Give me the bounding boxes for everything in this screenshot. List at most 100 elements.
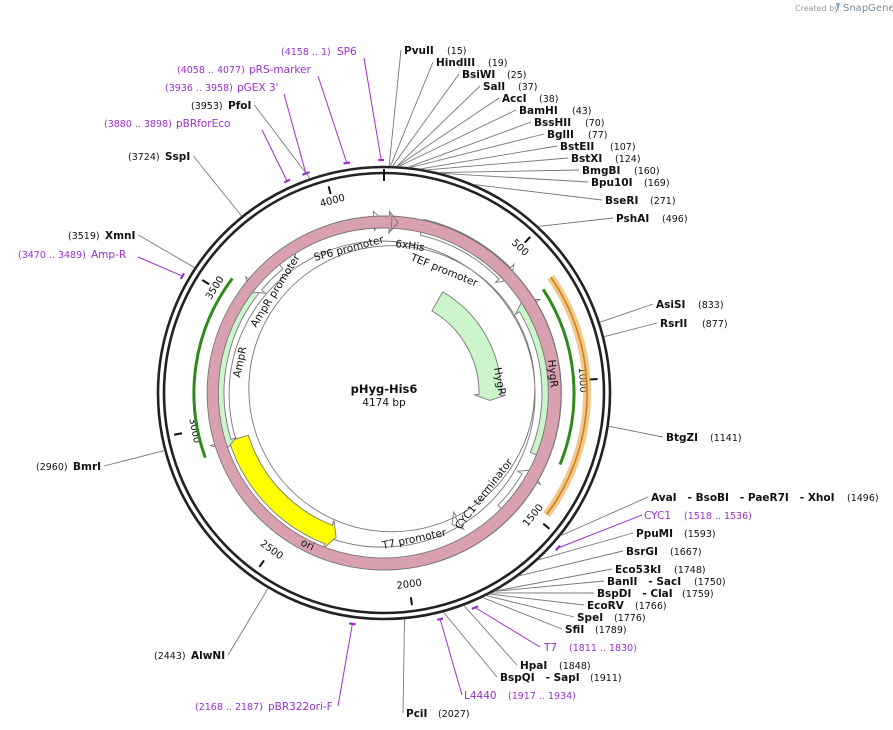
- plasmid-name: pHyg-His6: [351, 382, 418, 396]
- svg-text:BssHII: BssHII: [534, 117, 571, 129]
- site-acci[interactable]: AccI(38): [502, 93, 559, 105]
- primer-cyc1[interactable]: CYC1(1518 .. 1536): [644, 510, 752, 522]
- site-bmgbi[interactable]: BmgBI(160): [582, 165, 660, 177]
- svg-text:Bpu10I: Bpu10I: [591, 177, 633, 189]
- orf-hygr-line: [541, 288, 576, 466]
- leader-32: [192, 155, 243, 217]
- site-avai-group[interactable]: AvaI - BsoBI - PaeR7I - XhoI (1496): [651, 492, 879, 504]
- svg-text:HindIII: HindIII: [436, 57, 475, 69]
- primer-pbrforeco[interactable]: (3880 .. 3898)pBRforEco: [104, 118, 230, 130]
- svg-text:AvaI - BsoBI - PaeR7I -: AvaI - BsoBI - PaeR7I - XhoI: [651, 492, 835, 504]
- svg-text:(169): (169): [644, 178, 670, 189]
- primer-pgex3[interactable]: (3936 .. 3958)pGEX 3': [165, 82, 279, 94]
- site-bglii[interactable]: BglII(77): [547, 129, 608, 141]
- leader-13: [538, 217, 614, 227]
- site-ppumi[interactable]: PpuMI(1593): [636, 528, 716, 540]
- site-labels: PvuII(15) HindIII(19) BsiWI(25) SalI (37)…: [36, 45, 879, 720]
- site-bsiwi[interactable]: BsiWI(25): [462, 69, 527, 81]
- site-bsrgi[interactable]: BsrGI(1667): [626, 546, 702, 558]
- leader-27: [443, 611, 498, 678]
- credit-text: Created by: [795, 4, 839, 13]
- site-bsshii[interactable]: BssHII(70): [534, 117, 605, 129]
- site-sspi[interactable]: SspI(3724): [128, 151, 190, 163]
- primer-amp-r[interactable]: (3470 .. 3489)Amp-R: [18, 249, 126, 261]
- orf-layer: [192, 274, 592, 517]
- leader-15: [603, 322, 658, 338]
- svg-text:(37): (37): [518, 82, 538, 93]
- svg-text:(1496): (1496): [847, 493, 879, 504]
- svg-text:EcoRV: EcoRV: [587, 600, 625, 612]
- leader-7: [410, 133, 545, 168]
- site-ecorv[interactable]: EcoRV(1766): [587, 600, 667, 612]
- site-banii-saci[interactable]: BanII - SacI(1750): [607, 576, 726, 588]
- svg-text:BmrI: BmrI: [73, 461, 101, 473]
- svg-text:PfoI: PfoI: [228, 100, 251, 112]
- svg-text:(43): (43): [572, 106, 592, 117]
- svg-text:BstXI: BstXI: [571, 153, 602, 165]
- primer-prs-marker[interactable]: (4058 .. 4077)pRS-marker: [177, 64, 312, 76]
- site-leaders: [103, 49, 664, 714]
- leader-12: [474, 184, 603, 201]
- site-pvuii[interactable]: PvuII(15): [404, 45, 467, 57]
- site-spei[interactable]: SpeI(1776): [577, 612, 646, 624]
- site-bpu10i[interactable]: Bpu10I (169): [591, 177, 670, 189]
- site-bspdi-clai[interactable]: BspDI - ClaI(1759): [597, 588, 714, 600]
- feature-label-ori[interactable]: ori: [299, 537, 316, 554]
- svg-text:BspDI - ClaI: BspDI - ClaI: [597, 588, 673, 600]
- svg-text:pRS-marker: pRS-marker: [249, 64, 312, 76]
- site-pfoi[interactable]: PfoI(3953): [191, 100, 251, 112]
- orf-ampr-line: [192, 277, 234, 459]
- svg-text:BtgZI: BtgZI: [666, 432, 698, 444]
- svg-text:SP6: SP6: [337, 46, 357, 58]
- primer-pbr322ori-f[interactable]: (2168 .. 2187)pBR322ori-F: [195, 701, 333, 713]
- site-bstxi[interactable]: BstXI(124): [571, 153, 641, 165]
- leader-17: [560, 496, 649, 537]
- site-sali[interactable]: SalI (37): [483, 81, 538, 93]
- svg-text:HpaI: HpaI: [520, 660, 547, 672]
- svg-text:(77): (77): [588, 130, 608, 141]
- leader-23: [489, 593, 585, 606]
- svg-text:(271): (271): [650, 196, 676, 207]
- leader-24: [486, 595, 575, 618]
- site-asisi[interactable]: AsiSI(833): [656, 299, 724, 311]
- feature-label-hygr-inner[interactable]: HygR: [491, 366, 508, 396]
- site-pcii[interactable]: PciI(2027): [406, 708, 470, 720]
- site-sfii[interactable]: SfiI(1789): [565, 624, 627, 636]
- feature-label-hygr-outer[interactable]: HygR: [545, 359, 560, 388]
- site-hindiii[interactable]: HindIII(19): [436, 57, 508, 69]
- leader-16: [608, 425, 664, 438]
- primer-leader-7: [439, 618, 463, 696]
- tick-2500: [258, 559, 265, 568]
- svg-text:(25): (25): [507, 70, 527, 81]
- feature-label-6xhis[interactable]: 6xHis: [395, 238, 426, 254]
- site-bseri[interactable]: BseRI(271): [605, 195, 676, 207]
- svg-text:AlwNI: AlwNI: [191, 650, 225, 662]
- site-rsrii[interactable]: RsrII(877): [660, 318, 728, 330]
- leader-28: [402, 619, 405, 714]
- site-btgzi[interactable]: BtgZI(1141): [666, 432, 742, 444]
- svg-text:AccI: AccI: [502, 93, 526, 105]
- primer-l4440[interactable]: L4440(1917 .. 1934): [464, 690, 576, 702]
- his-tag-shape: [206, 209, 562, 571]
- tick-label-4000: 4000: [319, 193, 346, 210]
- feature-label-tef-promoter[interactable]: TEF promoter: [408, 251, 480, 289]
- svg-text:(1518 .. 1536): (1518 .. 1536): [684, 511, 752, 522]
- site-pshai[interactable]: PshAI(496): [616, 213, 688, 225]
- site-bamhi[interactable]: BamHI(43): [519, 105, 592, 117]
- site-bsteii[interactable]: BstEII(107): [560, 141, 636, 153]
- primer-sp6[interactable]: (4158 .. 1)SP6: [281, 46, 357, 58]
- svg-text:(1789): (1789): [595, 625, 627, 636]
- site-bmri[interactable]: BmrI(2960): [36, 461, 101, 473]
- svg-text:PshAI: PshAI: [616, 213, 649, 225]
- site-alwni[interactable]: AlwNI(2443): [154, 650, 225, 662]
- site-xmni[interactable]: XmnI(3519): [68, 230, 135, 242]
- svg-text:(2027): (2027): [438, 709, 470, 720]
- leader-30: [103, 450, 165, 467]
- svg-text:SalI: SalI: [483, 81, 505, 93]
- site-eco53ki[interactable]: Eco53kI(1748): [615, 564, 706, 576]
- site-bspqi-sapi[interactable]: BspQI - SapI(1911): [500, 672, 622, 684]
- primer-t7[interactable]: T7(1811 .. 1830): [543, 642, 637, 654]
- site-hpai[interactable]: HpaI(1848): [520, 660, 591, 672]
- svg-text:(833): (833): [698, 300, 724, 311]
